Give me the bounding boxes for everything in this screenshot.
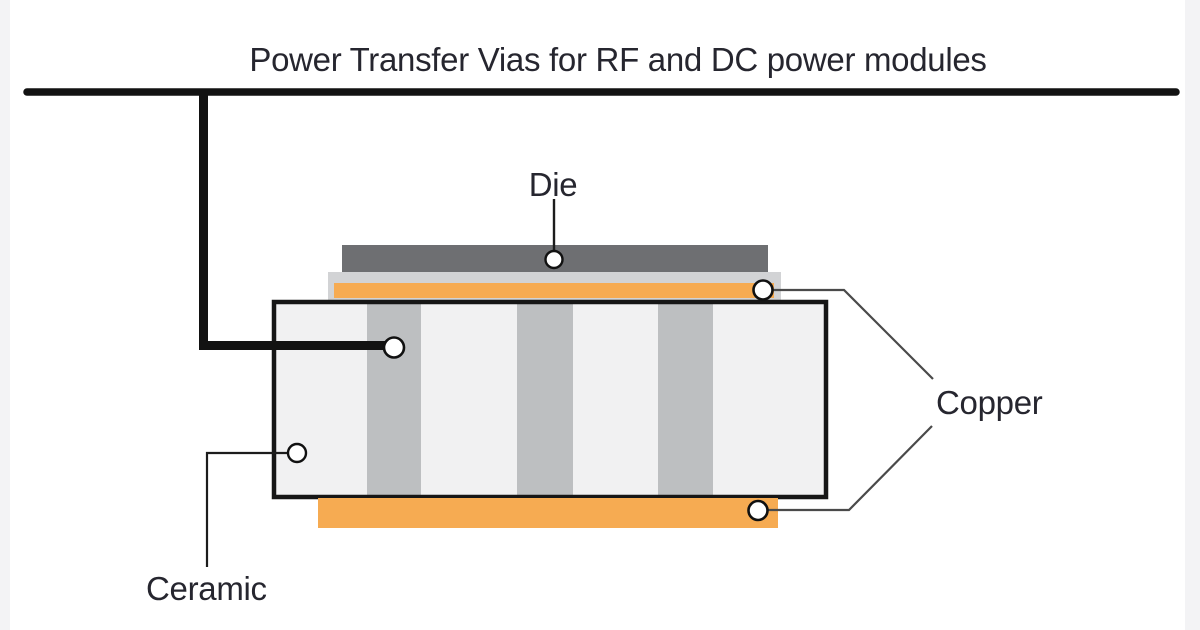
copper-label: Copper	[936, 384, 1043, 421]
ceramic-block-border	[271, 299, 829, 500]
via-terminal-circle	[382, 336, 406, 359]
bottom-copper-terminal-circle	[747, 499, 769, 522]
top-copper-terminal-circle	[752, 279, 774, 301]
die-label: Die	[528, 166, 578, 203]
page-edge-left	[0, 0, 10, 630]
die-terminal-circle	[544, 249, 564, 270]
diagram-title: Power Transfer Vias for RF and DC power …	[249, 41, 987, 78]
copper-leader-bottom-line	[768, 425, 933, 512]
page-edge-right	[1185, 0, 1200, 630]
copper-leader-top-line	[771, 288, 934, 380]
ceramic-leader-line	[205, 451, 304, 567]
ceramic-label: Ceramic	[146, 570, 267, 607]
ceramic-terminal-circle	[286, 442, 308, 464]
top-copper-layer	[334, 283, 774, 298]
via-stripe-3	[658, 304, 713, 495]
via-stripe-1	[367, 304, 421, 495]
bottom-copper-layer	[318, 498, 778, 528]
via-stripe-2	[517, 304, 573, 495]
